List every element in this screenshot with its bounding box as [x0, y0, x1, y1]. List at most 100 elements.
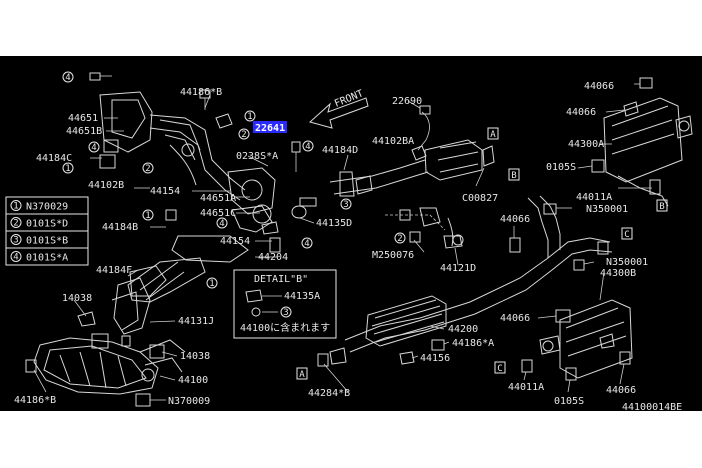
svg-text:B: B: [659, 202, 664, 212]
svg-text:A: A: [299, 370, 305, 380]
part-label: 14038: [180, 351, 210, 362]
rear-muffler-center: [365, 295, 447, 347]
svg-text:1: 1: [65, 164, 70, 174]
part-label: 44184B: [102, 222, 138, 233]
part-label: N350001: [586, 204, 628, 215]
part-label: 44651C: [200, 208, 236, 219]
legend-row: 2 0101S*D: [10, 217, 68, 230]
boxed-letters: A B B C C A: [296, 127, 668, 380]
part-label: 44184F: [96, 265, 132, 276]
fasteners-right: [317, 77, 661, 381]
part-label: 44121D: [440, 263, 476, 274]
svg-text:A: A: [490, 130, 496, 140]
legend-row: 4 0101S*A: [10, 251, 68, 264]
part-label: 44184C: [36, 153, 72, 164]
svg-text:2: 2: [397, 234, 402, 244]
part-label: 44156: [420, 353, 450, 364]
o2-sensor: [411, 105, 431, 161]
front-pipe-lower: [111, 235, 249, 335]
part-label: 44154: [220, 236, 250, 247]
muffler-upper: [603, 97, 693, 207]
part-labels: 44186*B 44651 44651B 22641 44184C 0238S*…: [14, 81, 682, 413]
part-label: 44184D: [322, 145, 358, 156]
svg-text:C: C: [624, 230, 629, 240]
detail-note: 44100に含まれます: [240, 321, 330, 334]
svg-text:FRONT: FRONT: [333, 88, 365, 109]
leader-lines: [33, 83, 652, 401]
svg-text:4: 4: [219, 219, 224, 229]
circled-callouts: 4 1 2 4 1 2 4 3 1 4 4 1 2: [62, 71, 406, 289]
part-label: 44186*B: [180, 87, 222, 98]
svg-text:0101S*D: 0101S*D: [26, 219, 68, 230]
svg-text:C: C: [497, 364, 502, 374]
svg-text:0101S*A: 0101S*A: [26, 253, 68, 264]
part-label: 44102B: [88, 180, 124, 191]
detail-title: DETAIL"B": [254, 274, 308, 285]
part-label: 44066: [606, 385, 636, 396]
highlight-box: [253, 121, 287, 133]
part-label: 44651: [68, 113, 98, 124]
svg-text:4: 4: [304, 239, 309, 249]
part-label: 44651B: [66, 126, 102, 137]
part-label: N350001: [606, 257, 648, 268]
part-label: 44066: [500, 313, 530, 324]
part-label: 44011A: [508, 382, 544, 393]
part-label: 44066: [500, 214, 530, 225]
part-label: N370009: [168, 396, 210, 407]
cat-heat-shield: [227, 167, 276, 233]
exhaust-manifold-upper: [99, 91, 246, 201]
svg-text:1: 1: [247, 112, 252, 122]
center-pipe-lower-bracket: [385, 207, 464, 249]
fasteners-left: [25, 72, 317, 407]
part-label: 44651A: [200, 193, 236, 204]
part-label: 44186*B: [14, 395, 56, 406]
rear-pipe-main: [344, 195, 613, 353]
part-label: 44204: [258, 252, 288, 263]
svg-text:3: 3: [283, 308, 288, 318]
part-label: 44131J: [178, 316, 214, 327]
svg-text:4: 4: [65, 73, 70, 83]
part-label: 44300A: [568, 139, 604, 150]
part-label: 44135D: [316, 218, 352, 229]
highlighted-part: 22641: [255, 123, 285, 134]
part-label: 44066: [566, 107, 596, 118]
part-label: 44284*B: [308, 388, 350, 399]
part-label: 44186*A: [452, 338, 494, 349]
muffler-lower: [539, 299, 633, 379]
legend-table: 1 N370029 2 0101S*D 3 0101S*B 4 0101S*A: [5, 196, 89, 266]
legend-row: 1 N370029: [10, 200, 68, 213]
part-label: 44300B: [600, 268, 636, 279]
svg-text:3: 3: [343, 200, 348, 210]
legend-row: 3 0101S*B: [10, 234, 68, 247]
part-label: M250076: [372, 250, 414, 261]
part-label: 44011A: [576, 192, 612, 203]
svg-text:0101S*B: 0101S*B: [26, 236, 68, 247]
center-pipe: [329, 139, 495, 197]
part-label: 44066: [584, 81, 614, 92]
part-label: 0238S*A: [236, 151, 278, 162]
part-label: 0105S: [546, 162, 576, 173]
svg-text:2: 2: [241, 130, 246, 140]
svg-text:3: 3: [13, 236, 18, 246]
svg-text:4: 4: [91, 143, 96, 153]
svg-text:1: 1: [145, 211, 150, 221]
svg-text:1: 1: [209, 279, 214, 289]
part-label: C00827: [462, 193, 498, 204]
svg-text:4: 4: [13, 253, 18, 263]
part-label: 14038: [62, 293, 92, 304]
detail-b-box: DETAIL"B" 44135A 3 44100に含まれます: [233, 269, 337, 339]
part-label: 0105S: [554, 396, 584, 407]
part-label: 44200: [448, 324, 478, 335]
svg-text:1: 1: [13, 202, 18, 212]
svg-text:4: 4: [305, 142, 310, 152]
part-label: 22690: [392, 96, 422, 107]
part-label: 44154: [150, 186, 180, 197]
part-label: 44102BA: [372, 136, 414, 147]
svg-text:B: B: [511, 171, 516, 181]
front-direction-arrow: FRONT: [308, 88, 369, 129]
svg-text:N370029: N370029: [26, 202, 68, 213]
y-pipe-assembly: [33, 337, 186, 395]
detail-part: 44135A: [284, 291, 320, 302]
